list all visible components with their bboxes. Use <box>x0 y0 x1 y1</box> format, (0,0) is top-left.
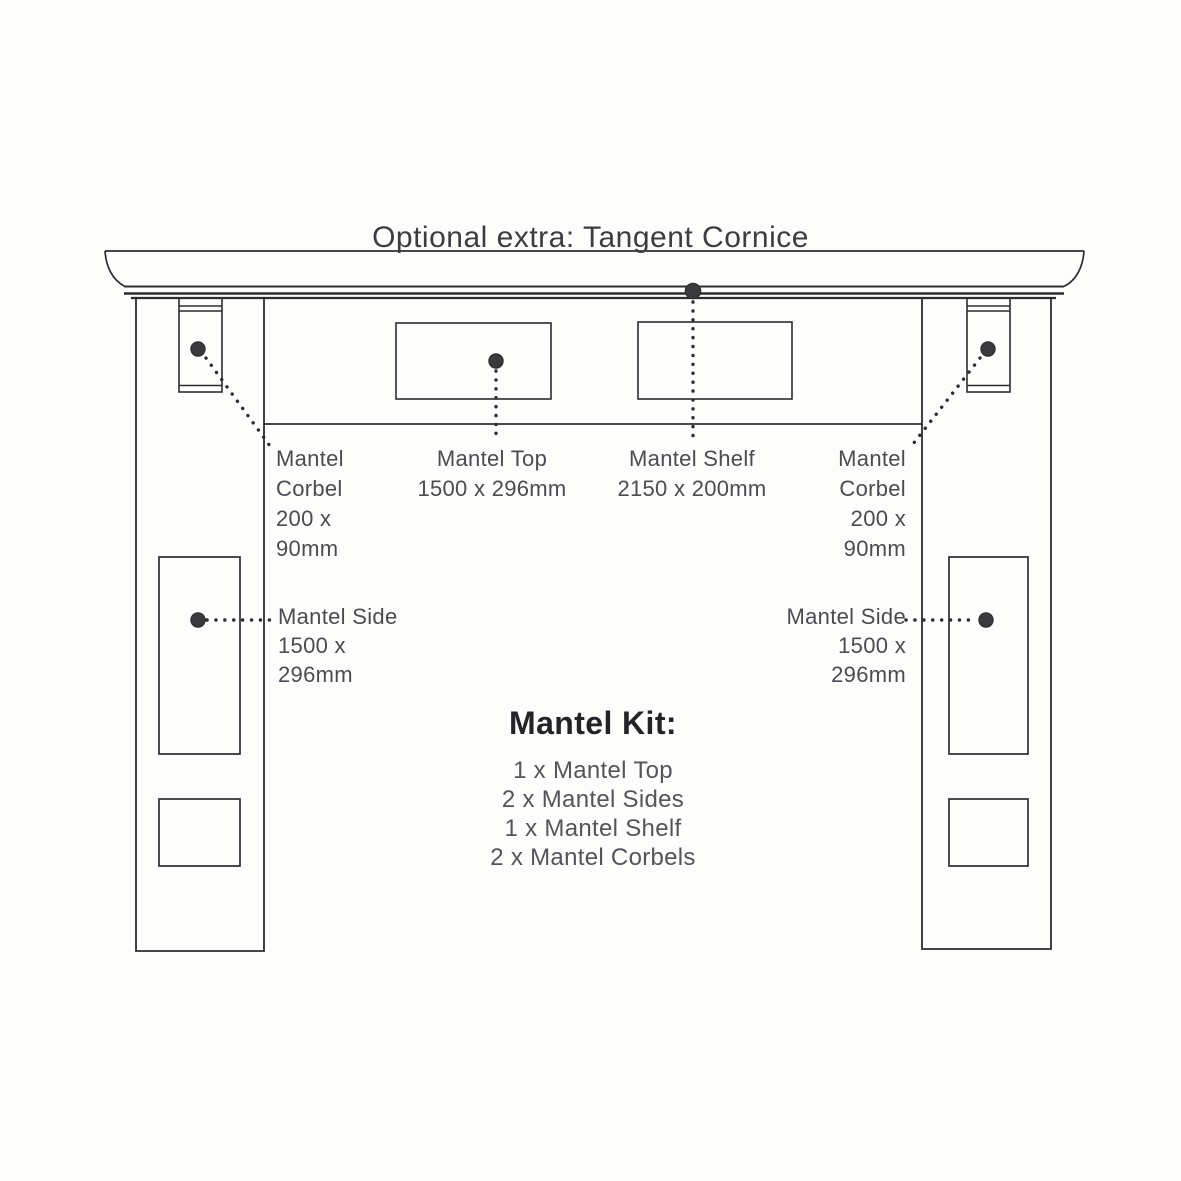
label-mantel-top: Mantel Top 1500 x 296mm <box>377 444 607 504</box>
frieze-left-panel <box>395 322 552 400</box>
diagram-title: Optional extra: Tangent Cornice <box>372 221 809 254</box>
leader-right-corbel <box>911 356 982 446</box>
kit-items-list: 1 x Mantel Top 2 x Mantel Sides 1 x Mant… <box>393 756 793 872</box>
label-line: Corbel <box>276 476 343 501</box>
label-mantel-side-right: Mantel Side 1500 x 296mm <box>706 602 906 689</box>
right-leg-tall-panel <box>948 556 1029 755</box>
label-line: 296mm <box>831 662 906 687</box>
label-line: Mantel Side <box>786 604 906 629</box>
label-mantel-shelf: Mantel Shelf 2150 x 200mm <box>577 444 807 504</box>
left-corbel-mouldings <box>179 305 222 387</box>
left-leg-small-panel <box>158 798 241 867</box>
label-line: 200 x <box>276 506 332 531</box>
label-line: Corbel <box>839 476 906 501</box>
left-leg <box>135 298 265 952</box>
label-line: 200 x <box>850 506 906 531</box>
leader-left-corbel <box>204 356 272 448</box>
kit-item: 1 x Mantel Top <box>513 757 673 784</box>
left-corbel <box>178 297 223 393</box>
label-line: Mantel Top <box>436 446 548 471</box>
label-line: 1500 x <box>278 633 346 658</box>
label-mantel-corbel-right: Mantel Corbel 200 x 90mm <box>756 444 906 564</box>
label-mantel-side-left: Mantel Side 1500 x 296mm <box>278 602 397 689</box>
label-line: 90mm <box>276 536 339 561</box>
right-leg-small-panel <box>948 798 1029 867</box>
kit-heading: Mantel Kit: <box>509 705 677 741</box>
label-line: 296mm <box>278 662 353 687</box>
cornice-left-curve <box>104 250 126 288</box>
label-line: Mantel <box>276 446 344 471</box>
right-leg <box>921 298 1052 950</box>
marker-dot-left-corbel <box>190 341 206 357</box>
right-corbel-mouldings <box>967 305 1010 387</box>
label-line: 2150 x 200mm <box>617 476 767 501</box>
label-line: 90mm <box>843 536 906 561</box>
marker-dot-mantel-shelf <box>684 282 702 300</box>
label-mantel-corbel-left: Mantel Corbel 200 x 90mm <box>276 444 344 564</box>
marker-dot-right-corbel <box>980 341 996 357</box>
marker-dot-right-side <box>978 612 994 628</box>
cornice-right-curve <box>1063 250 1085 288</box>
label-line: 1500 x 296mm <box>417 476 567 501</box>
marker-dot-left-side <box>190 612 206 628</box>
frieze-right-panel <box>637 321 793 400</box>
label-line: Mantel Shelf <box>629 446 755 471</box>
left-leg-tall-panel <box>158 556 241 755</box>
marker-dot-mantel-top <box>488 353 504 369</box>
kit-item: 2 x Mantel Sides <box>501 786 685 813</box>
kit-item: 1 x Mantel Shelf <box>504 815 682 842</box>
label-line: 1500 x <box>838 633 906 658</box>
right-corbel <box>966 297 1011 393</box>
label-line: Mantel <box>838 446 906 471</box>
kit-item: 2 x Mantel Corbels <box>490 844 696 871</box>
label-line: Mantel Side <box>278 604 398 629</box>
